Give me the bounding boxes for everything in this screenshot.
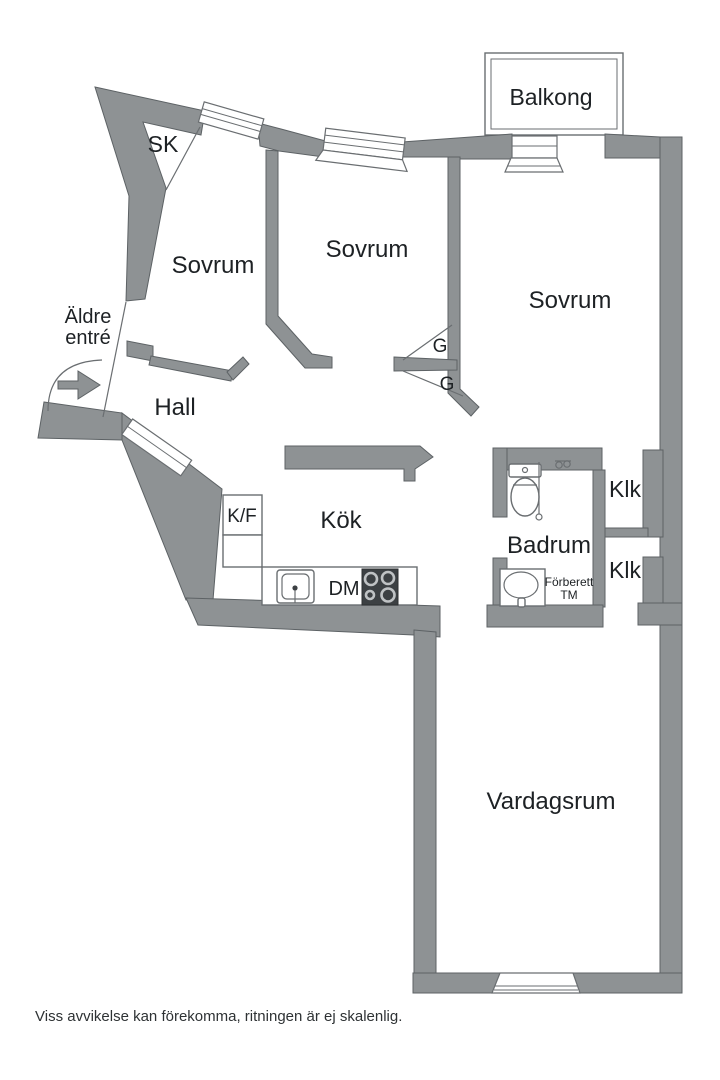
stove-icon [361, 568, 399, 606]
kitchen-cabinet [222, 534, 263, 568]
g-upper-door-line [402, 324, 453, 361]
window-sovrum1 [197, 101, 265, 140]
entry-door-arc [47, 359, 103, 412]
label-kok: Kök [320, 507, 362, 534]
label-aldre-entre-1: Äldre [65, 306, 112, 328]
wall-sovrum23-divider [447, 156, 480, 417]
label-klk-upper: Klk [609, 476, 641, 502]
wall-g-wardrobe [393, 356, 458, 372]
sk-boundary-line [165, 126, 201, 191]
wall-top-sovrum3 [401, 133, 513, 160]
wall-klk-divider [600, 527, 649, 538]
label-kf: K/F [227, 506, 257, 527]
wall-hall-hook [226, 356, 250, 381]
wall-hall-bar [148, 355, 234, 382]
label-g-lower: G [440, 374, 455, 395]
label-sovrum-2: Sovrum [326, 236, 409, 263]
label-balkong: Balkong [509, 84, 592, 110]
entry-boundary-line [102, 301, 127, 418]
wall-vardagsrum-west [413, 629, 437, 977]
shower-icon [535, 460, 571, 521]
wall-klk-block-upper [642, 449, 664, 538]
label-klk-lower: Klk [609, 557, 641, 583]
wall-badrum-bottom [486, 604, 604, 628]
room-labels: Balkong SK Sovrum Sovrum Sovrum Äldre en… [65, 84, 642, 815]
label-aldre-entre-2: entré [65, 327, 111, 349]
fridge-freezer-cabinet [222, 494, 263, 536]
wall-badrum-left-upper [492, 447, 508, 518]
window-vardagsrum [491, 972, 581, 994]
label-sovrum-1: Sovrum [172, 252, 255, 279]
walls [37, 86, 683, 994]
g-lower-door-line [402, 370, 464, 397]
label-hall: Hall [154, 394, 195, 421]
wall-hall-block [126, 340, 154, 362]
toilet-icon [508, 463, 542, 517]
wall-klk-bottom [637, 602, 683, 626]
sink-icon [276, 569, 315, 604]
label-tm: TM [560, 588, 577, 602]
label-sk: SK [148, 131, 179, 157]
balcony-outline [484, 52, 624, 136]
label-sovrum-3: Sovrum [529, 287, 612, 314]
wall-sovrum2-west [265, 149, 333, 369]
bathroom-fixtures [499, 460, 571, 608]
kitchen-fixtures [222, 494, 418, 606]
wall-entry-block [37, 401, 123, 441]
window-sovrum3 [504, 135, 564, 173]
windows [120, 101, 581, 994]
label-badrum: Badrum [507, 532, 591, 559]
boundary-lines [47, 126, 464, 418]
label-dm: DM [328, 578, 359, 600]
wall-badrum-right [592, 469, 606, 608]
wall-klk-block-lower [642, 556, 664, 604]
window-sovrum2 [314, 127, 409, 173]
washbasin-icon [499, 568, 546, 608]
disclaimer-text: Viss avvikelse kan förekomma, ritningen … [35, 1008, 402, 1025]
entry-arrow-icon [57, 370, 101, 400]
label-forberett: Förberett [545, 575, 594, 589]
window-hall [120, 418, 193, 477]
label-vardagsrum: Vardagsrum [487, 788, 616, 815]
wall-hall-kok-divider [284, 445, 434, 482]
label-g-upper: G [433, 336, 448, 357]
wall-top-right [604, 133, 661, 159]
